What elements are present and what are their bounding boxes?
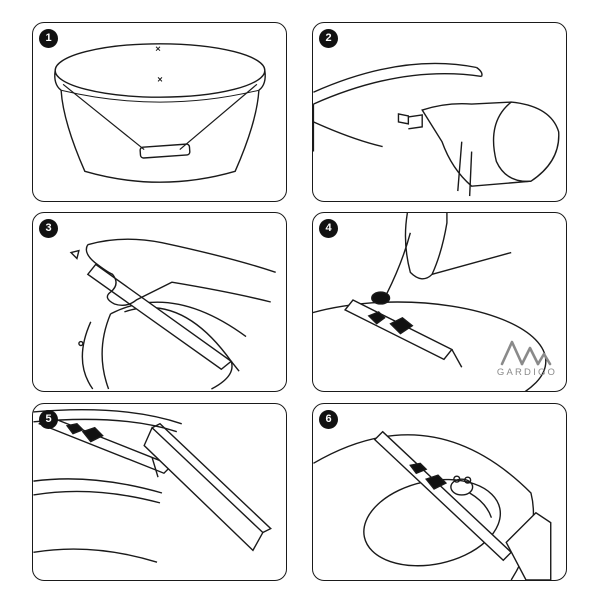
- step-5-badge: 5: [39, 410, 58, 429]
- step-6-panel: 6: [312, 403, 567, 581]
- mouse-on-rod-illustration: [313, 404, 566, 580]
- brand-name: GARDIGO: [496, 367, 558, 378]
- step-2-panel: 2: [312, 22, 567, 202]
- step-6-badge: 6: [319, 410, 338, 429]
- gardigo-logo-mark: [500, 338, 554, 366]
- step-3-panel: 3: [32, 212, 287, 392]
- gardigo-logo: GARDIGO: [492, 338, 562, 388]
- drill-illustration: [313, 23, 566, 201]
- step-4-badge: 4: [319, 219, 338, 238]
- step-2-badge: 2: [319, 29, 338, 48]
- step-5-panel: 5: [32, 403, 287, 581]
- step-1-panel: 1: [32, 22, 287, 202]
- step-1-badge: 1: [39, 29, 58, 48]
- step-3-badge: 3: [39, 219, 58, 238]
- step-4-panel: 4: [312, 212, 567, 392]
- ramp-board-illustration: [33, 404, 286, 580]
- bucket-illustration: [33, 23, 286, 201]
- insert-rod-illustration: [33, 213, 286, 391]
- bait-spoon-illustration: [313, 213, 566, 391]
